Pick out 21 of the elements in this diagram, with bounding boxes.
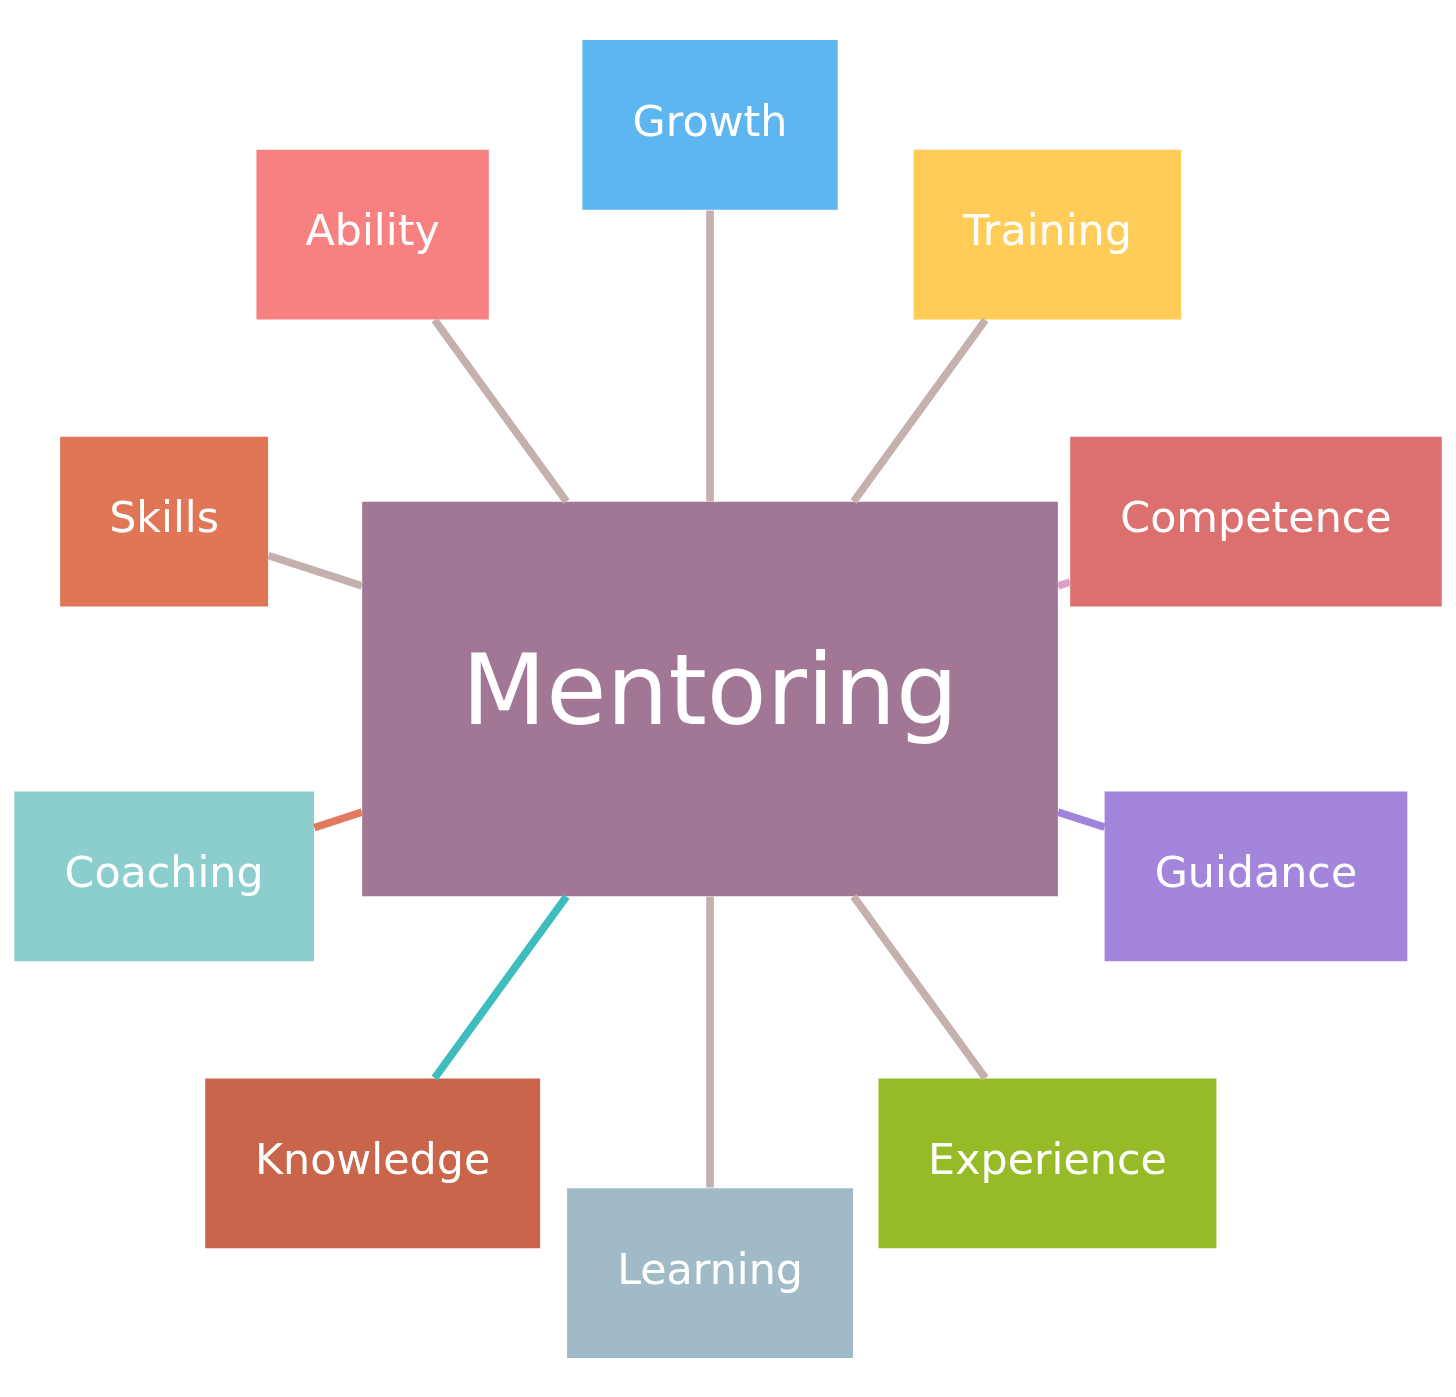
connector: [431, 317, 570, 504]
node-box: Ability: [256, 149, 489, 319]
connector: [313, 807, 364, 831]
connector: [706, 896, 714, 1187]
connector: [850, 893, 989, 1080]
connector: [1056, 807, 1106, 831]
node-box: Guidance: [1104, 791, 1408, 961]
node-box: Experience: [878, 1078, 1217, 1248]
node-box: Learning: [567, 1187, 853, 1358]
connector: [706, 210, 714, 501]
node-box: Mentoring: [362, 501, 1058, 896]
connector: [850, 317, 989, 504]
node-box: Training: [913, 149, 1182, 319]
node-box: Coaching: [14, 791, 314, 961]
connector: [1056, 577, 1072, 590]
node-box: Growth: [582, 39, 838, 210]
connector: [431, 893, 570, 1080]
node-box: Competence: [1070, 436, 1442, 606]
node-box: Knowledge: [205, 1078, 541, 1248]
node-box: Skills: [60, 436, 269, 606]
connector: [267, 551, 364, 590]
